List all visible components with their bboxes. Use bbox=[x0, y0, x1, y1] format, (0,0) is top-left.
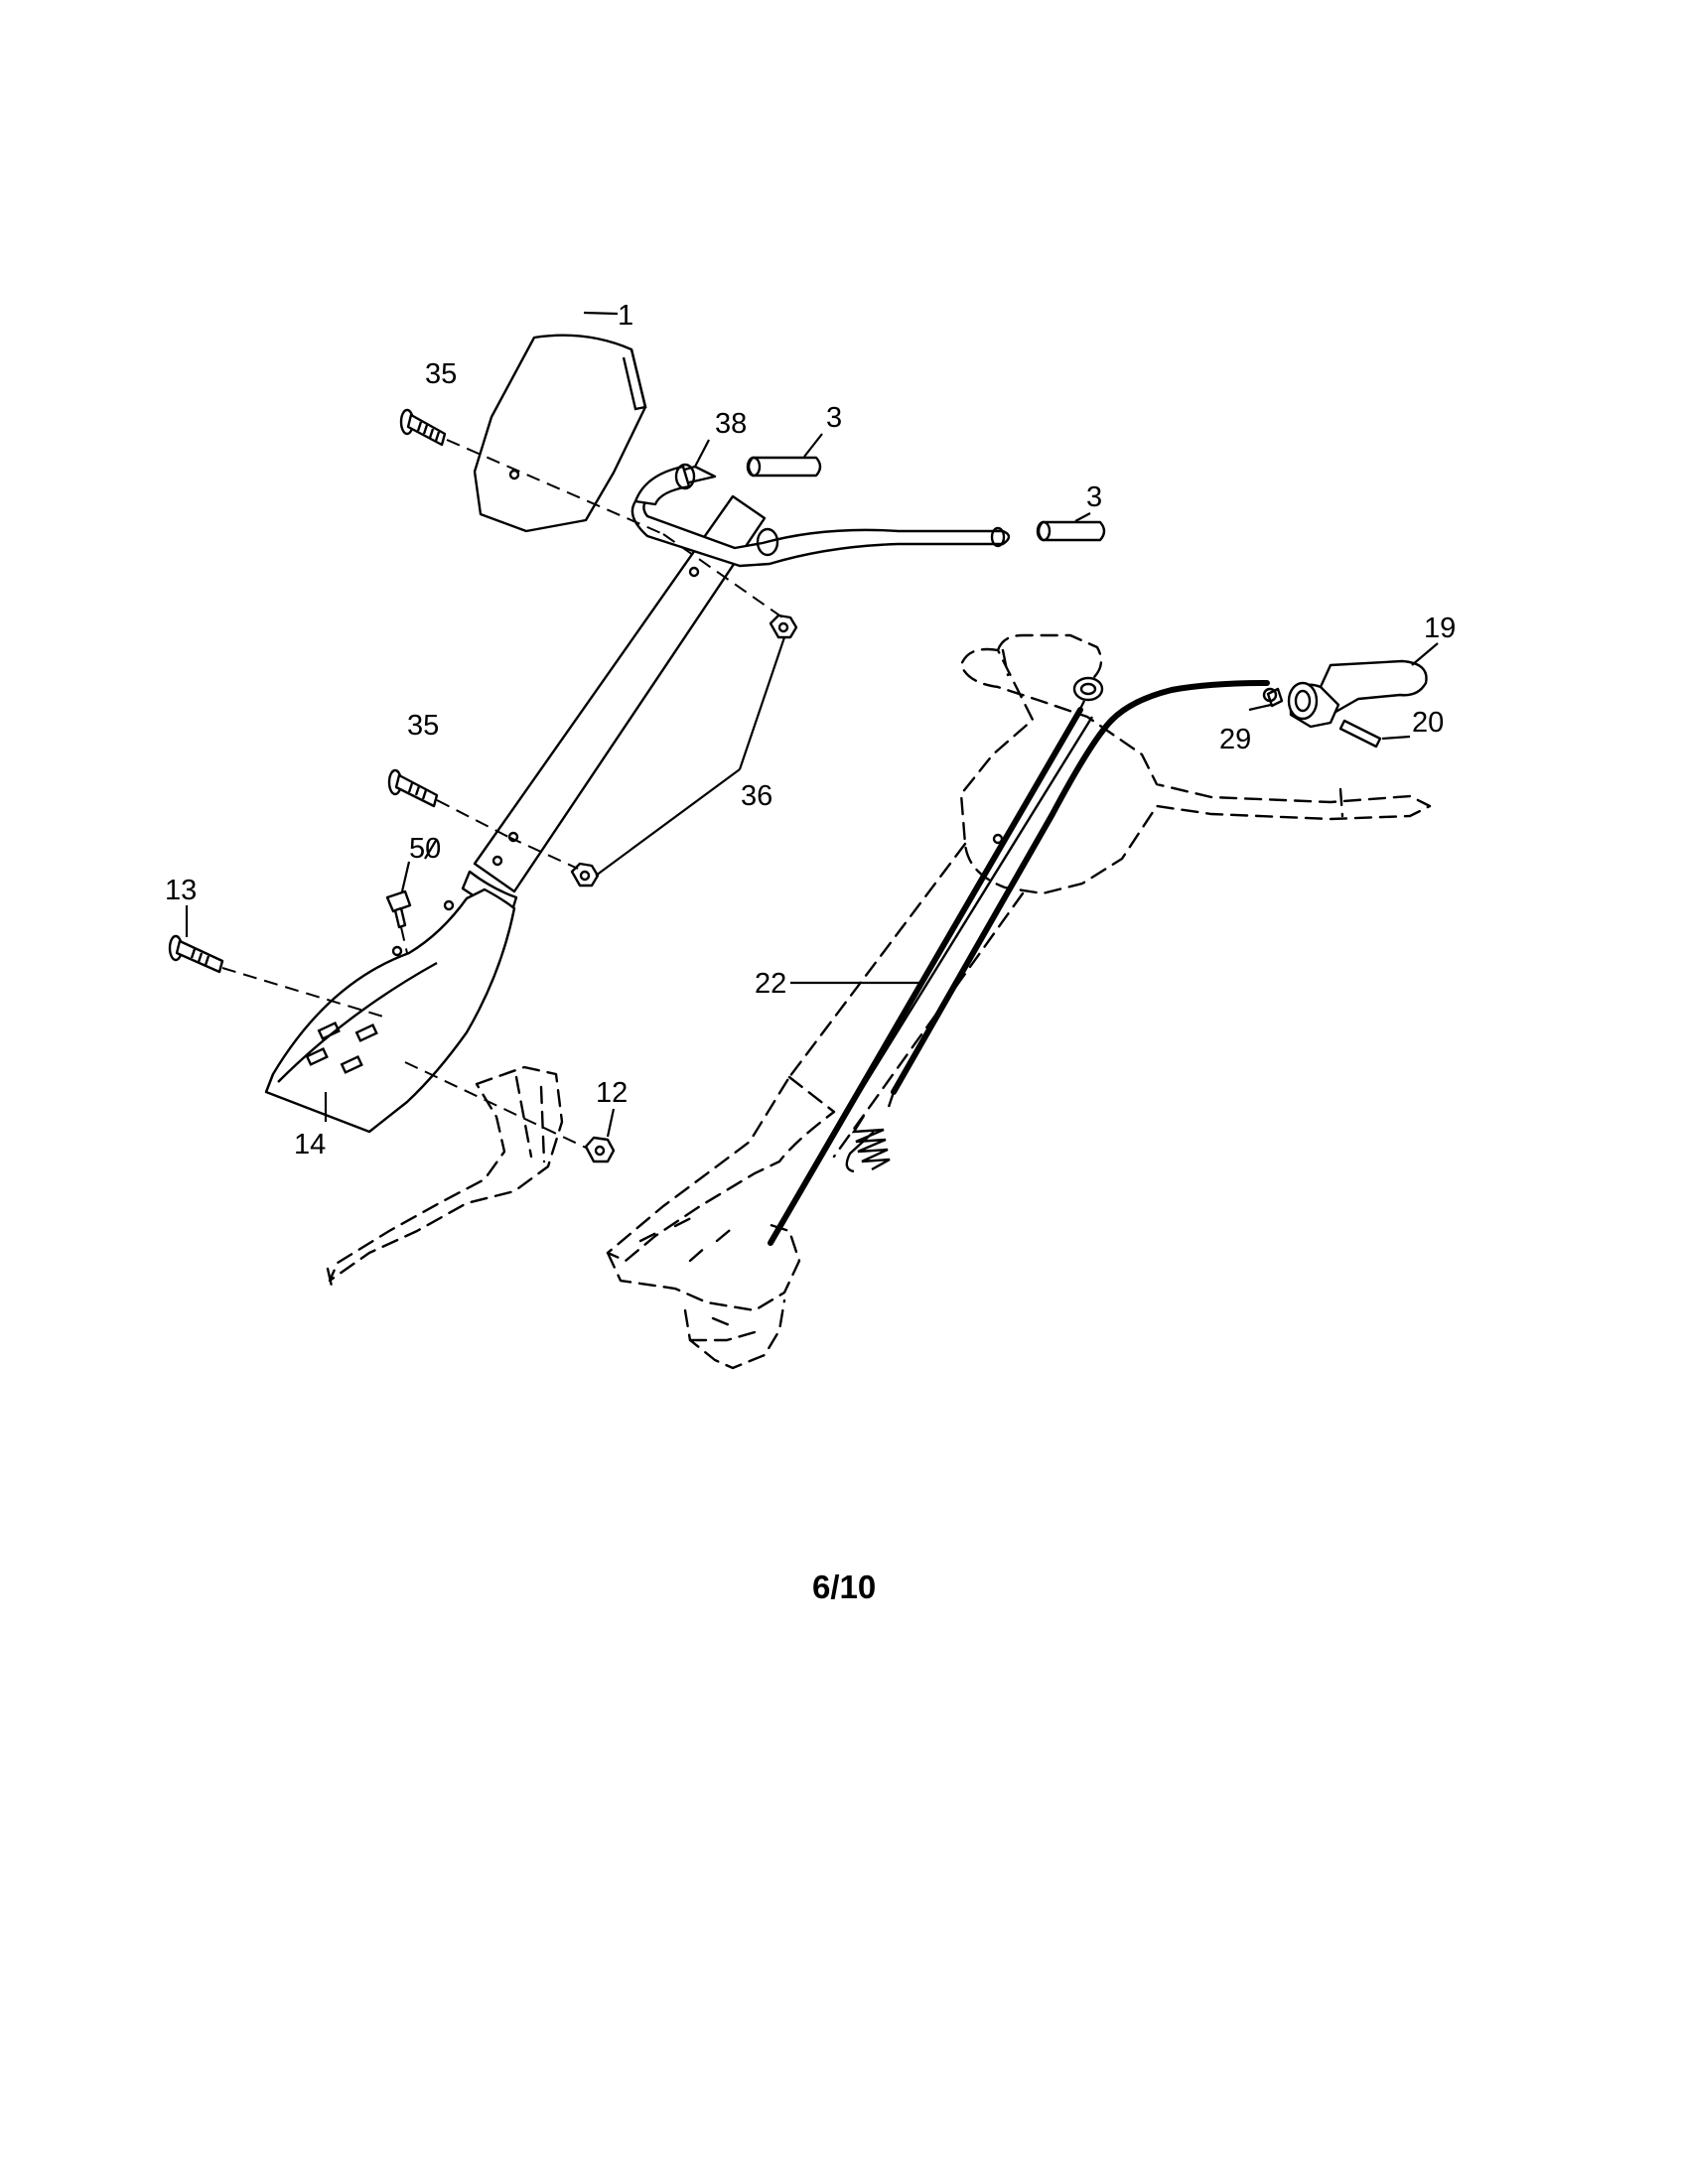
assembly-lines-left bbox=[221, 439, 783, 1150]
page-number: 6/10 bbox=[812, 1569, 876, 1605]
callout-38: 38 bbox=[715, 408, 747, 440]
callout-22: 22 bbox=[755, 968, 786, 1000]
callout-labels: 1 35 38 3 3 19 29 20 35 36 50 13 22 12 1… bbox=[165, 300, 1456, 1160]
nut-36-upper bbox=[769, 614, 798, 639]
bolt-50 bbox=[385, 889, 412, 929]
callout-20: 20 bbox=[1412, 707, 1444, 739]
bolt-13 bbox=[168, 934, 224, 974]
callout-19: 19 bbox=[1424, 613, 1456, 644]
handlebar bbox=[631, 463, 1011, 568]
callout-35-upper: 35 bbox=[425, 358, 457, 390]
control-lever bbox=[1262, 659, 1428, 749]
callout-3-right: 3 bbox=[1086, 481, 1102, 513]
bolt-35-lower bbox=[387, 768, 439, 808]
leader-lines bbox=[185, 311, 1439, 1138]
lower-handle-bracket bbox=[264, 887, 516, 1134]
handle-grips bbox=[746, 456, 1106, 542]
callout-50: 50 bbox=[409, 833, 441, 865]
callout-14: 14 bbox=[294, 1129, 326, 1160]
callout-12: 12 bbox=[596, 1077, 628, 1109]
nut-36-lower bbox=[570, 862, 600, 887]
control-cable bbox=[768, 676, 1270, 1246]
callout-1: 1 bbox=[618, 300, 633, 332]
handle-assembly-ghost bbox=[606, 633, 1432, 1370]
tine-housing-ghost bbox=[326, 1065, 564, 1293]
callout-35-lower: 35 bbox=[407, 710, 439, 742]
nut-12 bbox=[584, 1136, 616, 1163]
callout-36: 36 bbox=[741, 780, 772, 812]
callout-3-left: 3 bbox=[826, 402, 842, 434]
bolt-35-upper bbox=[399, 408, 447, 447]
handle-cover bbox=[473, 334, 647, 533]
callout-29: 29 bbox=[1219, 724, 1251, 755]
callout-13: 13 bbox=[165, 875, 197, 906]
